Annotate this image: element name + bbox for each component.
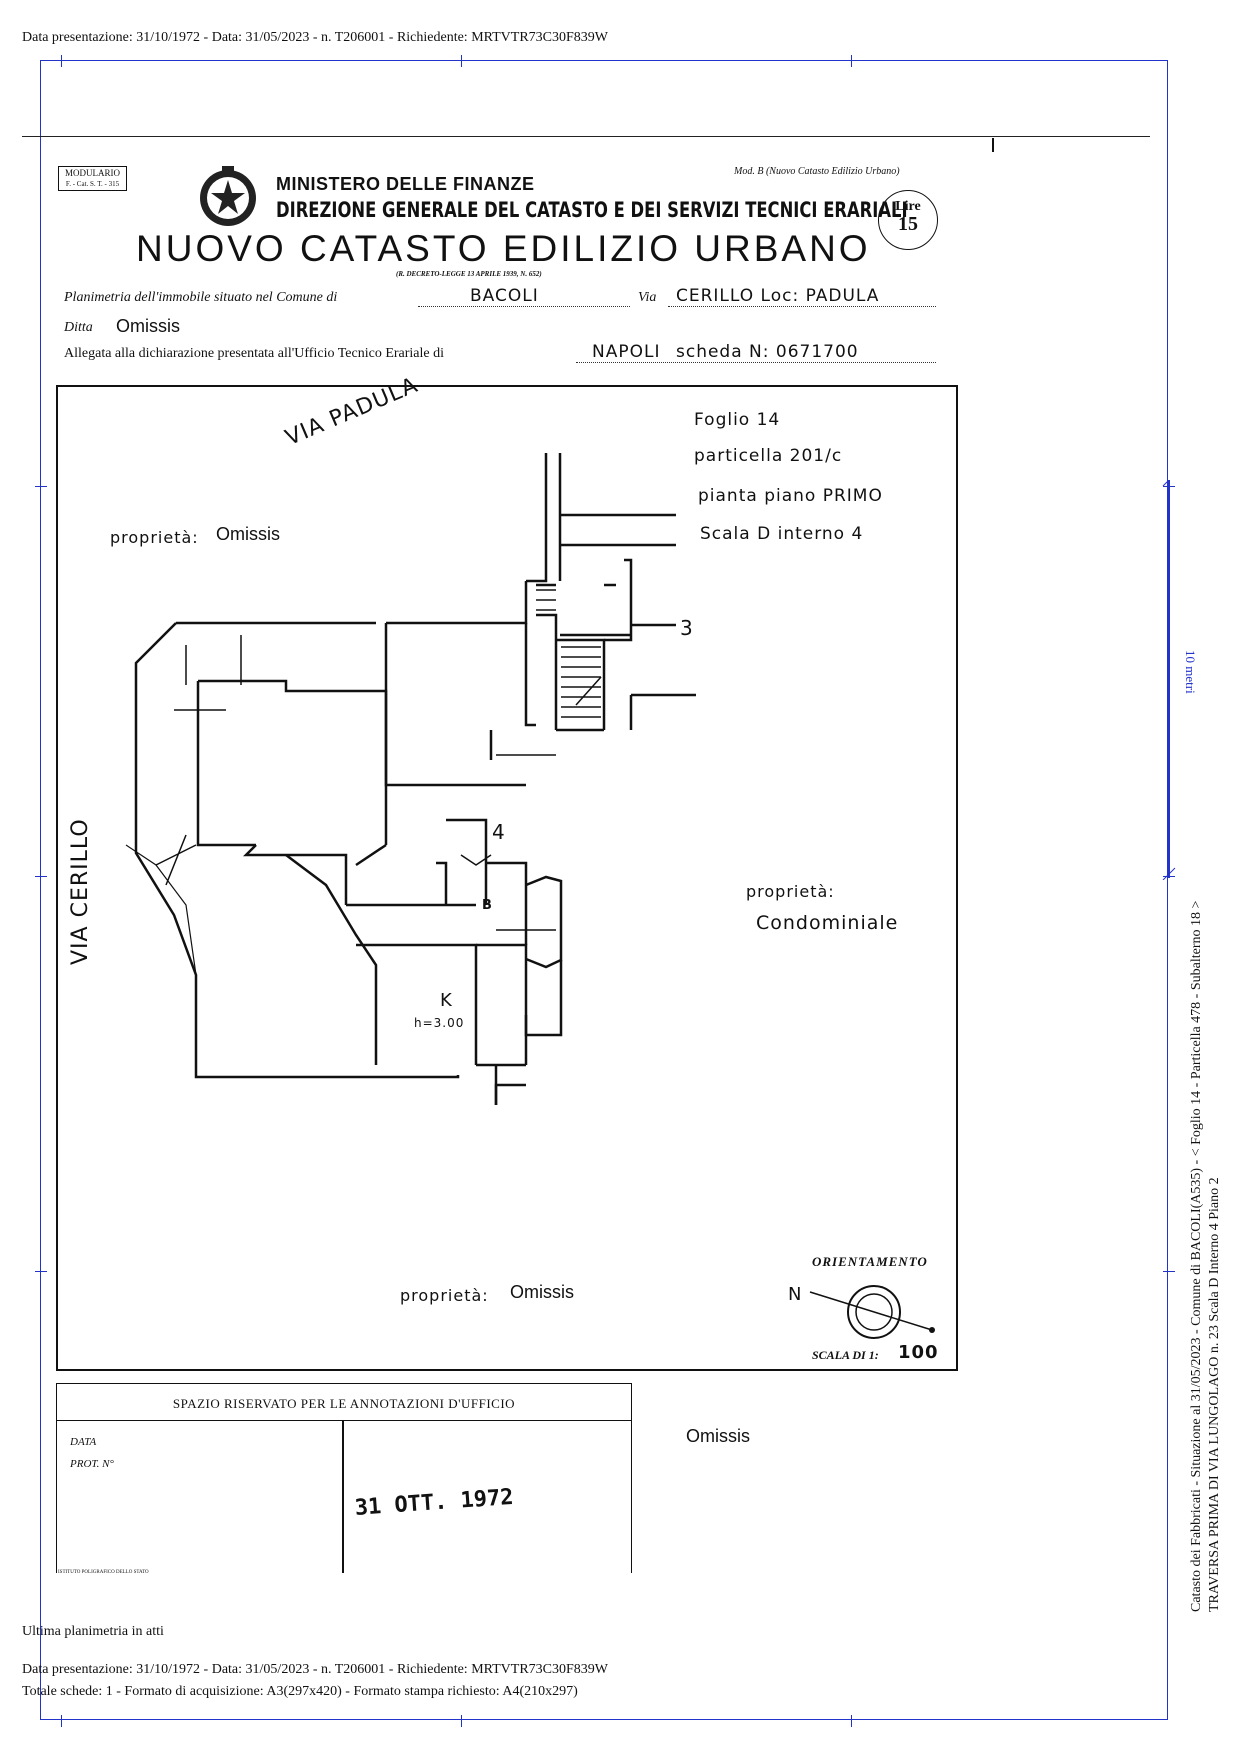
plan-box — [56, 385, 958, 1371]
pianta-label: pianta piano PRIMO — [698, 486, 883, 506]
proprieta-bottom-value: Omissis — [510, 1282, 574, 1302]
mod-b-label: Mod. B (Nuovo Catasto Edilizio Urbano) — [734, 166, 900, 177]
ditta-value: Omissis — [116, 316, 180, 336]
proprieta-right-value: Condominiale — [756, 912, 899, 934]
top-rule — [22, 136, 1150, 137]
ufficio-value: NAPOLI — [592, 342, 661, 362]
proprieta-top-label: proprietà: — [110, 528, 199, 547]
compass-icon — [809, 1285, 935, 1339]
scala-value: 100 — [898, 1342, 939, 1363]
north-label: N — [788, 1284, 803, 1305]
particella-label: particella 201/c — [694, 446, 843, 466]
via-label: Via — [638, 290, 657, 305]
lire-badge: Lire 15 — [878, 190, 938, 250]
ditta-label: Ditta — [64, 320, 93, 335]
scala-interno-label: Scala D interno 4 — [700, 524, 864, 544]
scheda-value: scheda N: 0671700 — [676, 342, 859, 362]
ultima-planimetria: Ultima planimetria in atti — [22, 1624, 164, 1639]
footer-line-1: Data presentazione: 31/10/1972 - Data: 3… — [22, 1662, 609, 1677]
omissis-right: Omissis — [686, 1426, 750, 1446]
proprieta-top-value: Omissis — [216, 524, 280, 544]
via-value: CERILLO Loc: PADULA — [676, 286, 880, 306]
emblem-icon — [200, 166, 256, 226]
room-4-label: 4 — [492, 820, 506, 844]
floor-plan-drawing — [125, 453, 696, 1105]
scale-bar — [1162, 480, 1176, 880]
header-line: Data presentazione: 31/10/1972 - Data: 3… — [22, 30, 609, 45]
annotazioni-box — [56, 1383, 632, 1573]
comune-value: BACOLI — [470, 286, 539, 306]
planimetria-label: Planimetria dell'immobile situato nel Co… — [64, 290, 338, 305]
ministero-heading: MINISTERO DELLE FINANZE — [276, 174, 535, 194]
data-label: DATA — [70, 1436, 97, 1448]
modulario-box: MODULARIO F. - Cat. S. T. - 315 — [58, 166, 127, 191]
room-b-label: B — [482, 898, 493, 913]
annotazioni-title: SPAZIO RISERVATO PER LE ANNOTAZIONI D'UF… — [172, 1396, 516, 1411]
allegata-label: Allegata alla dichiarazione presentata a… — [64, 346, 445, 361]
footer-line-2: Totale schede: 1 - Formato di acquisizio… — [22, 1684, 578, 1699]
istituto-note: ISTITUTO POLIGRAFICO DELLO STATO — [58, 1570, 149, 1575]
side-cadastral-text: Catasto dei Fabbricati - Situazione al 3… — [1189, 900, 1222, 1612]
room-3-label: 3 — [680, 616, 694, 640]
direzione-heading: DIREZIONE GENERALE DEL CATASTO E DEI SER… — [276, 198, 908, 222]
proprieta-bottom-label: proprietà: — [400, 1286, 489, 1305]
foglio-label: Foglio 14 — [694, 410, 781, 430]
room-k-height: h=3.00 — [414, 1016, 465, 1030]
proprieta-right-label: proprietà: — [746, 882, 835, 901]
via-cerillo-label: VIA CERILLO — [68, 818, 93, 965]
scale-bar-label: 10 metri — [1183, 650, 1198, 694]
room-k-label: K — [440, 990, 453, 1011]
decreto-note: (R. DECRETO-LEGGE 13 APRILE 1939, N. 652… — [396, 270, 542, 278]
page-title: NUOVO CATASTO EDILIZIO URBANO — [136, 228, 871, 269]
scala-label: SCALA DI 1: — [812, 1348, 879, 1362]
prot-label: PROT. N° — [70, 1458, 114, 1470]
orientamento-label: ORIENTAMENTO — [812, 1254, 928, 1269]
